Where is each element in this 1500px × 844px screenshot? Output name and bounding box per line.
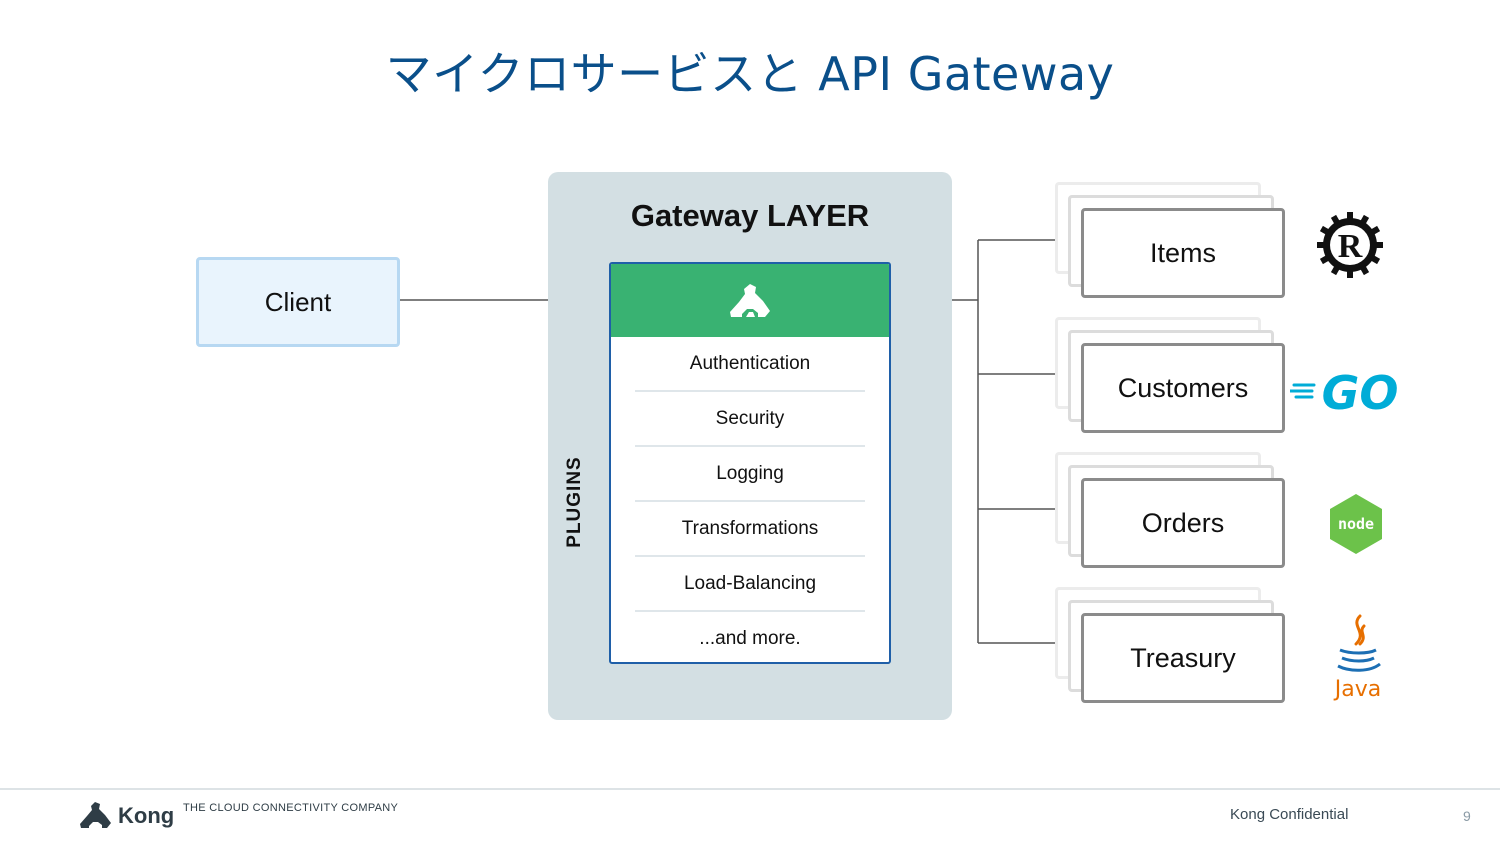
kong-gateway-header (611, 264, 889, 337)
service-box-items: Items (1081, 208, 1285, 298)
service-box-customers: Customers (1081, 343, 1285, 433)
java-logo-text: Java (1333, 677, 1381, 702)
service-label: Items (1149, 237, 1216, 268)
plugin-item-and-more: ...and more. (699, 628, 801, 649)
service-label: Orders (1141, 507, 1225, 538)
kong-gorilla-icon (730, 283, 770, 317)
go-logo-text: GO (1322, 366, 1399, 417)
service-box-orders: Orders (1081, 478, 1285, 568)
plugin-item-logging: Logging (635, 447, 865, 502)
footer-tagline: THE CLOUD CONNECTIVITY COMPANY (183, 802, 399, 814)
footer-divider (0, 788, 1500, 790)
kong-logo-icon (80, 802, 111, 828)
plugin-item-transformations: Transformations (635, 502, 865, 557)
page-number: 9 (1463, 808, 1471, 824)
gateway-layer-title: Gateway LAYER (630, 198, 870, 233)
java-logo-icon: Java (1333, 614, 1381, 702)
service-label: Customers (1117, 372, 1249, 403)
client-label: Client (264, 286, 332, 317)
plugin-item-security: Security (635, 392, 865, 447)
gateway-panel: Authentication Security Logging Transfor… (609, 262, 891, 664)
slide-title: マイクロサービスと API Gateway (385, 47, 1115, 101)
client-box: Client (196, 257, 400, 347)
service-stack-treasury: Treasury (1055, 587, 1285, 707)
service-stack-customers: Customers (1055, 317, 1285, 437)
plugin-item-authentication: Authentication (635, 337, 865, 392)
plugin-item-load-balancing: Load-Balancing (635, 557, 865, 612)
plugins-vertical-label: PLUGINS (564, 456, 585, 548)
node-logo-text: node (1338, 515, 1374, 533)
go-logo-icon: GO (1290, 366, 1399, 417)
footer-confidential: Kong Confidential (1230, 806, 1349, 823)
rust-logo-letter: R (1338, 228, 1363, 265)
service-box-treasury: Treasury (1081, 613, 1285, 703)
footer-brand: Kong (118, 803, 175, 828)
nodejs-logo-icon: node (1330, 494, 1382, 554)
service-stack-items: Items (1055, 182, 1285, 302)
plugin-list: Authentication Security Logging Transfor… (611, 337, 889, 662)
service-label: Treasury (1130, 642, 1236, 673)
rust-logo-icon: R (1317, 212, 1383, 278)
service-stack-orders: Orders (1055, 452, 1285, 572)
